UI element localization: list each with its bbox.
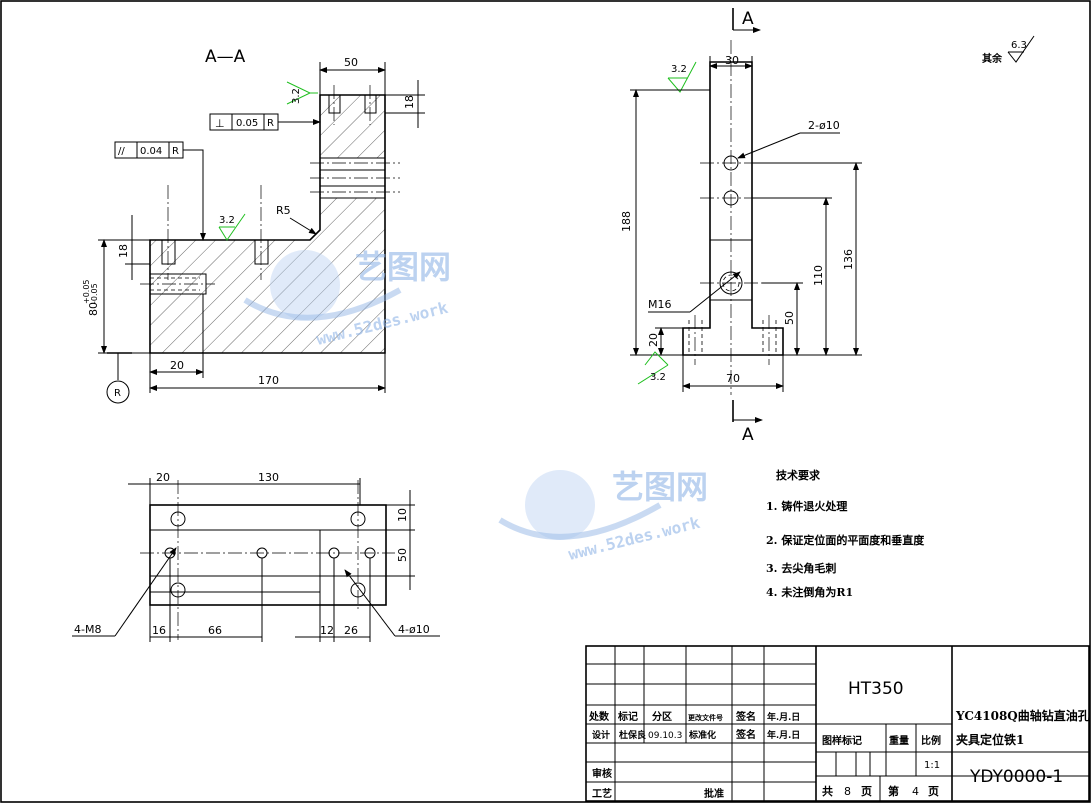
dim-plan-20: 20 (156, 471, 170, 484)
part-name-line2: 夹具定位铁1 (956, 732, 1024, 747)
dim-left-depth: 18 (117, 244, 130, 258)
dim-side-20: 20 (647, 333, 660, 347)
plan-outline (149, 504, 387, 606)
section-label: A—A (205, 47, 246, 67)
cross-bore (321, 158, 384, 198)
watermark-brand: 艺图网 (355, 248, 451, 286)
dim-side-thread: M16 (648, 298, 672, 311)
perp-value: 0.05 (236, 118, 258, 129)
par-datum: R (172, 146, 179, 157)
dim-total-length: 170 (258, 374, 279, 387)
dim-height-tol-up: +0.05 (82, 279, 91, 304)
row-standard: 标准化 (688, 729, 716, 741)
dim-plan-130: 130 (258, 471, 279, 484)
section-marker-bottom: A (742, 425, 754, 445)
datum-R: R (114, 388, 121, 399)
dim-side-188: 188 (620, 211, 633, 232)
side-view: A A 30 3.2 2-ø10 (620, 8, 1035, 445)
weight-label: 重量 (889, 734, 909, 747)
sheet-no: 4 (912, 785, 919, 798)
section-view: A—A 50 (82, 47, 425, 404)
dim-plan-26: 26 (344, 624, 358, 637)
dim-side-50: 50 (783, 311, 796, 325)
dim-side-holes: 2-ø10 (808, 119, 840, 132)
dim-plan-holes: 4-ø10 (398, 623, 430, 636)
perp-datum: R (267, 118, 274, 129)
watermark-2: 艺图网 www.52des.work (498, 468, 708, 564)
tech-item-4: 4. 未注倒角为R1 (766, 585, 853, 599)
hdr-signature: 签名 (735, 710, 756, 723)
row-date: 年.月.日 (767, 729, 800, 741)
sheet-unit: 页 (928, 785, 939, 798)
ra-mid: 3.2 (219, 215, 235, 226)
row-design: 设计 (592, 729, 610, 741)
dim-height: 80 (87, 302, 100, 316)
stage-mark-label: 图样标记 (822, 734, 862, 747)
dim-plan-tapped: 4-M8 (74, 623, 101, 636)
sheet-label: 第 (888, 784, 899, 798)
dim-side-136: 136 (842, 249, 855, 270)
hdr-date: 年.月.日 (767, 711, 800, 723)
dim-plan-16: 16 (152, 624, 166, 637)
row-signature: 签名 (735, 728, 756, 741)
perp-symbol: ⊥ (215, 117, 225, 130)
hdr-zone: 分区 (652, 710, 672, 723)
tech-requirements: 技术要求 1. 铸件退火处理 2. 保证定位面的平面度和垂直度 3. 去尖角毛刺… (766, 468, 925, 599)
ra-side-bottom: 3.2 (650, 372, 666, 383)
section-body-outline (149, 94, 386, 354)
dim-radius: R5 (276, 204, 291, 217)
dim-side-top-width: 30 (725, 54, 739, 67)
review-label: 审核 (592, 767, 612, 780)
title-block: HT350 YC4108Q曲轴钻直油孔 夹具定位铁1 YDY0000-1 处数 … (585, 645, 1090, 802)
watermark-globe-icon-2 (525, 470, 595, 540)
row-designer: 杜保良 (619, 729, 646, 741)
dim-side-110: 110 (812, 265, 825, 286)
par-value: 0.04 (140, 146, 162, 157)
dim-plan-66: 66 (208, 624, 222, 637)
section-marker-top: A (742, 9, 754, 29)
hdr-count: 处数 (588, 710, 610, 723)
scale-value: 1:1 (924, 760, 940, 771)
scale-label: 比例 (921, 734, 941, 747)
dim-offset: 20 (170, 359, 184, 372)
other-ra-label: 其余 (982, 52, 1003, 65)
approve-label: 批准 (704, 787, 724, 800)
dim-plan-10: 10 (396, 508, 409, 522)
material: HT350 (848, 679, 904, 699)
dim-plan-12: 12 (320, 624, 334, 637)
ra-side-top: 3.2 (671, 64, 687, 75)
tech-item-1: 1. 铸件退火处理 (766, 499, 847, 513)
other-ra-value: 6.3 (1011, 40, 1027, 51)
process-label: 工艺 (592, 787, 612, 800)
sheets-unit: 页 (861, 785, 872, 798)
drawing-number: YDY0000-1 (969, 767, 1063, 787)
tech-item-2: 2. 保证定位面的平面度和垂直度 (766, 533, 925, 547)
hdr-mark: 标记 (617, 710, 638, 723)
plan-view: 20 130 10 50 16 66 12 26 4-M8 4-ø10 (72, 471, 440, 642)
ra-top: 3.2 (291, 88, 302, 104)
dim-plan-50: 50 (396, 548, 409, 562)
dim-top-depth: 18 (403, 95, 416, 109)
watermark-globe-icon (270, 250, 340, 320)
watermark-brand-2: 艺图网 (612, 468, 708, 506)
part-name-line1: YC4108Q曲轴钻直油孔 (955, 708, 1090, 723)
sheets-total-label: 共 (822, 784, 833, 798)
dim-top-width: 50 (344, 56, 358, 69)
dim-height-tol-low: -0.05 (90, 283, 99, 304)
hdr-change-doc: 更改文件号 (688, 713, 723, 722)
dim-side-bottom-width: 70 (726, 372, 740, 385)
tech-title: 技术要求 (776, 468, 821, 482)
sheets-total: 8 (844, 785, 851, 798)
row-design-date: 09.10.3 (648, 731, 682, 741)
tech-item-3: 3. 去尖角毛刺 (766, 561, 836, 575)
side-body (682, 61, 784, 356)
par-symbol: // (118, 146, 125, 157)
